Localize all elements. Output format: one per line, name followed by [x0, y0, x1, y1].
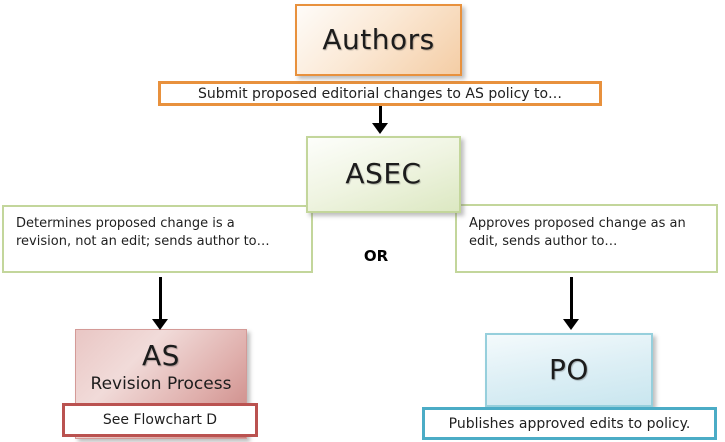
label-see-flowchart-d: See Flowchart D	[62, 403, 258, 437]
label-submit-changes-text: Submit proposed editorial changes to AS …	[197, 85, 563, 102]
label-revision-branch-text: Determines proposed change is a revision…	[16, 216, 270, 249]
node-asec-title: ASEC	[345, 157, 422, 191]
arrow-down-icon	[563, 277, 580, 330]
or-label: OR	[363, 247, 389, 265]
arrow-shaft	[159, 277, 162, 319]
arrow-head	[563, 319, 579, 330]
node-as-title: AS	[142, 339, 180, 372]
label-submit-changes: Submit proposed editorial changes to AS …	[158, 81, 602, 106]
label-edit-branch: Approves proposed change as an edit, sen…	[455, 204, 718, 273]
node-authors: Authors	[295, 4, 462, 76]
arrow-head	[152, 319, 168, 330]
arrow-down-icon	[372, 106, 389, 134]
label-edit-branch-text: Approves proposed change as an edit, sen…	[469, 216, 686, 249]
node-po-title: PO	[549, 352, 589, 386]
label-see-flowchart-d-text: See Flowchart D	[102, 412, 218, 428]
node-as-subtitle: Revision Process	[90, 374, 232, 395]
label-revision-branch: Determines proposed change is a revision…	[2, 205, 313, 273]
label-publishes-edits-text: Publishes approved edits to policy.	[448, 415, 691, 432]
arrow-shaft	[379, 106, 382, 123]
label-publishes-edits: Publishes approved edits to policy.	[422, 407, 717, 440]
node-asec: ASEC	[306, 136, 461, 213]
node-po: PO	[485, 333, 653, 407]
arrow-down-icon	[152, 277, 169, 330]
arrow-head	[372, 123, 388, 134]
node-authors-title: Authors	[322, 22, 435, 56]
arrow-shaft	[570, 277, 573, 319]
